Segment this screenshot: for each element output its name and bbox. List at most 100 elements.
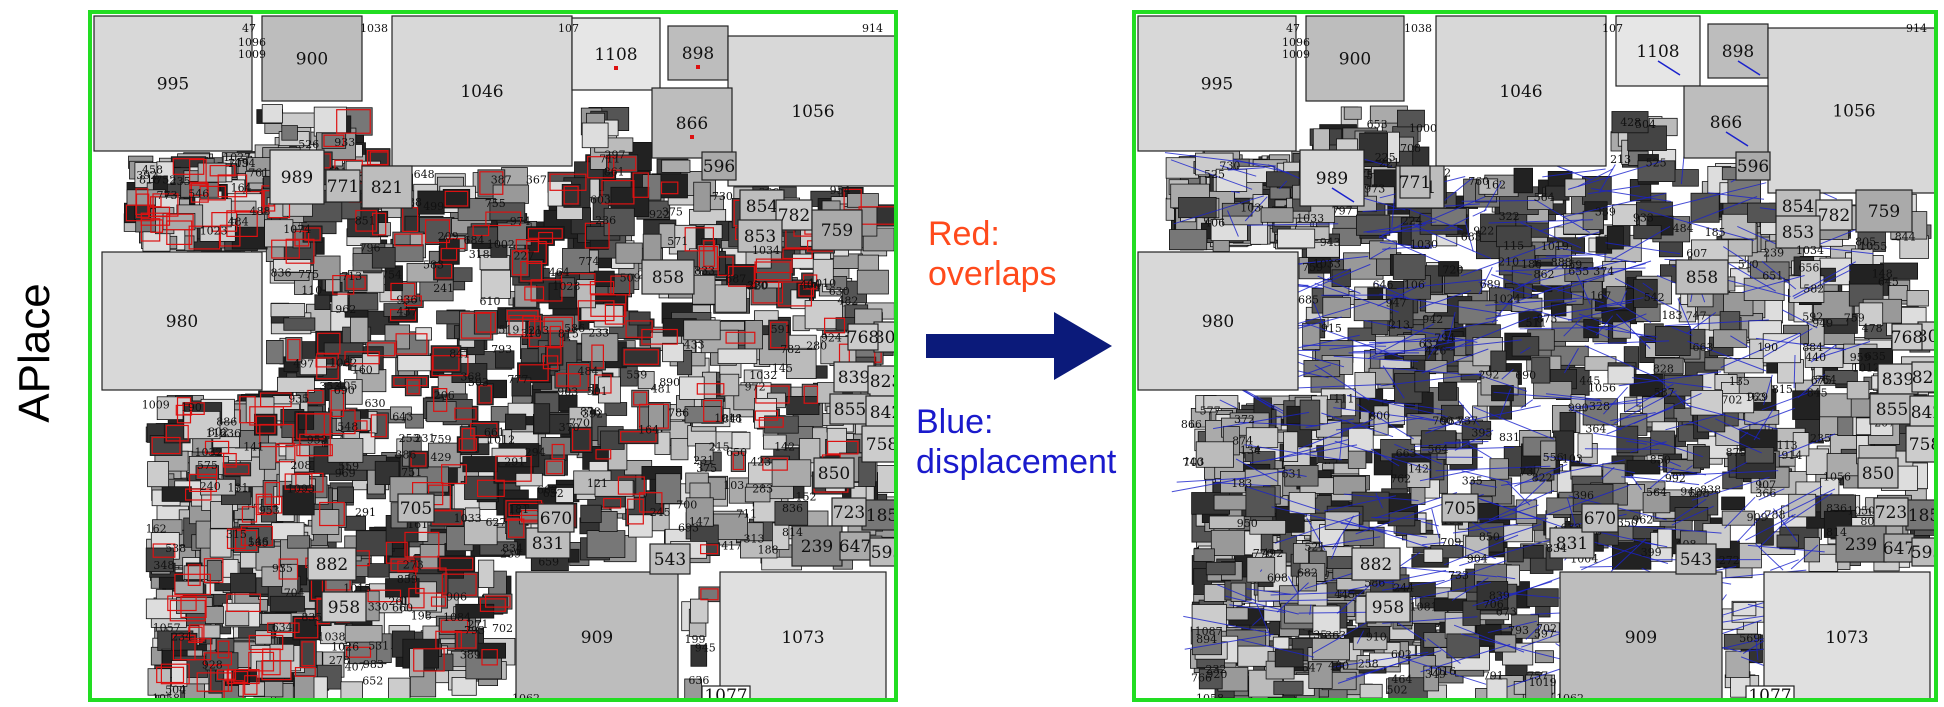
svg-text:663: 663 <box>1396 447 1417 460</box>
macro-label: 239 <box>1845 535 1877 555</box>
macro-block: 1108 <box>1615 15 1701 87</box>
svg-text:973: 973 <box>1364 183 1385 196</box>
macro-label: 853 <box>1782 223 1814 243</box>
macro-block: 858 <box>1675 259 1729 295</box>
macro-block: 821 <box>361 165 413 209</box>
svg-text:569: 569 <box>1739 632 1760 645</box>
macro-block: 866 <box>1683 85 1769 159</box>
macro-label: 958 <box>1372 598 1404 618</box>
svg-text:1033: 1033 <box>454 512 482 525</box>
svg-text:754: 754 <box>1816 374 1837 387</box>
edge-label: 47 <box>1286 22 1300 35</box>
macro-block: 842 <box>1909 395 1934 429</box>
macro-rect <box>537 503 575 533</box>
edge-label: 1034 <box>1796 244 1824 257</box>
svg-text:602: 602 <box>1391 648 1412 661</box>
svg-text:786: 786 <box>668 406 689 419</box>
svg-text:215: 215 <box>709 441 730 454</box>
svg-text:559: 559 <box>338 460 359 473</box>
macro-label: 782 <box>1818 206 1850 226</box>
svg-text:770: 770 <box>1253 547 1274 560</box>
macro-rect <box>651 87 733 159</box>
svg-text:510: 510 <box>1738 258 1759 271</box>
svg-text:164: 164 <box>638 423 659 436</box>
macro-block: 768 <box>847 323 879 351</box>
macro-label: 771 <box>327 177 359 197</box>
svg-text:404: 404 <box>800 278 821 291</box>
svg-text:509: 509 <box>620 272 641 285</box>
svg-text:922: 922 <box>649 208 670 221</box>
red-label-line1: Red: <box>928 215 1000 253</box>
macro-rect <box>1559 571 1723 698</box>
macro-block: 958 <box>1365 591 1411 623</box>
svg-text:115: 115 <box>1503 239 1524 252</box>
macro-label: 866 <box>1710 113 1742 133</box>
macro-rect <box>1883 533 1915 563</box>
svg-text:690: 690 <box>334 384 355 397</box>
svg-text:521: 521 <box>1304 541 1325 554</box>
svg-text:272: 272 <box>1719 554 1740 567</box>
macro-block: 882 <box>307 547 357 581</box>
svg-text:1023: 1023 <box>200 225 228 238</box>
macro-rect <box>1549 527 1595 559</box>
svg-text:497: 497 <box>293 358 314 371</box>
svg-text:648: 648 <box>414 168 435 181</box>
svg-text:903: 903 <box>557 386 578 399</box>
macro-label: 543 <box>654 550 686 570</box>
svg-text:1024: 1024 <box>1493 293 1521 306</box>
edge-label: 814 <box>782 526 803 539</box>
svg-text:890: 890 <box>659 376 680 389</box>
svg-text:185: 185 <box>1705 226 1726 239</box>
macro-block: 898 <box>667 25 729 81</box>
macro-label: 850 <box>818 464 850 484</box>
svg-text:635: 635 <box>1865 350 1886 363</box>
macro-rect <box>791 525 843 567</box>
svg-text:162: 162 <box>146 523 167 536</box>
macro-rect <box>1435 15 1607 167</box>
svg-text:190: 190 <box>1757 341 1778 354</box>
macro-block: 831 <box>525 527 571 559</box>
svg-text:818: 818 <box>139 173 160 186</box>
overlap-marker <box>690 135 694 139</box>
svg-text:564: 564 <box>1534 191 1555 204</box>
svg-text:547: 547 <box>1302 662 1323 675</box>
macro-label: 995 <box>157 75 189 95</box>
macro-label: 821 <box>371 178 403 198</box>
svg-text:831: 831 <box>1499 431 1520 444</box>
svg-text:636: 636 <box>688 674 709 687</box>
macro-label: 596 <box>703 157 735 177</box>
svg-text:904: 904 <box>1467 553 1488 566</box>
macro-block: 185 <box>1905 499 1934 531</box>
macro-label: 543 <box>1680 550 1712 570</box>
macro-label: 723 <box>1875 503 1907 523</box>
edge-label: 1009 <box>1282 48 1310 61</box>
macro-rect <box>811 209 863 251</box>
svg-text:873: 873 <box>580 405 601 418</box>
svg-text:759: 759 <box>1844 312 1865 325</box>
svg-text:350: 350 <box>1617 517 1638 530</box>
svg-text:1055: 1055 <box>1859 240 1887 253</box>
svg-text:546: 546 <box>188 188 209 201</box>
macro-label: 1046 <box>1499 82 1542 102</box>
svg-text:583: 583 <box>423 258 444 271</box>
svg-text:315: 315 <box>226 528 247 541</box>
svg-text:711: 711 <box>736 508 757 521</box>
macro-block: 1046 <box>1435 15 1607 167</box>
svg-text:990: 990 <box>1568 401 1589 414</box>
svg-text:110: 110 <box>301 284 322 297</box>
svg-text:928: 928 <box>202 658 223 671</box>
svg-text:480: 480 <box>1328 659 1349 672</box>
svg-text:684: 684 <box>464 234 485 247</box>
svg-text:630: 630 <box>829 285 850 298</box>
svg-text:841: 841 <box>449 348 470 361</box>
svg-text:630: 630 <box>365 397 386 410</box>
blue-label-line2: displacement <box>916 443 1117 481</box>
macro-rect <box>1299 149 1365 207</box>
macro-label: 831 <box>1556 534 1588 554</box>
svg-text:1062: 1062 <box>329 357 357 370</box>
macro-rect <box>1735 151 1771 181</box>
svg-text:682: 682 <box>1297 566 1318 579</box>
svg-text:773: 773 <box>157 189 178 202</box>
svg-text:859: 859 <box>397 573 418 586</box>
macro-rect <box>1399 165 1431 199</box>
